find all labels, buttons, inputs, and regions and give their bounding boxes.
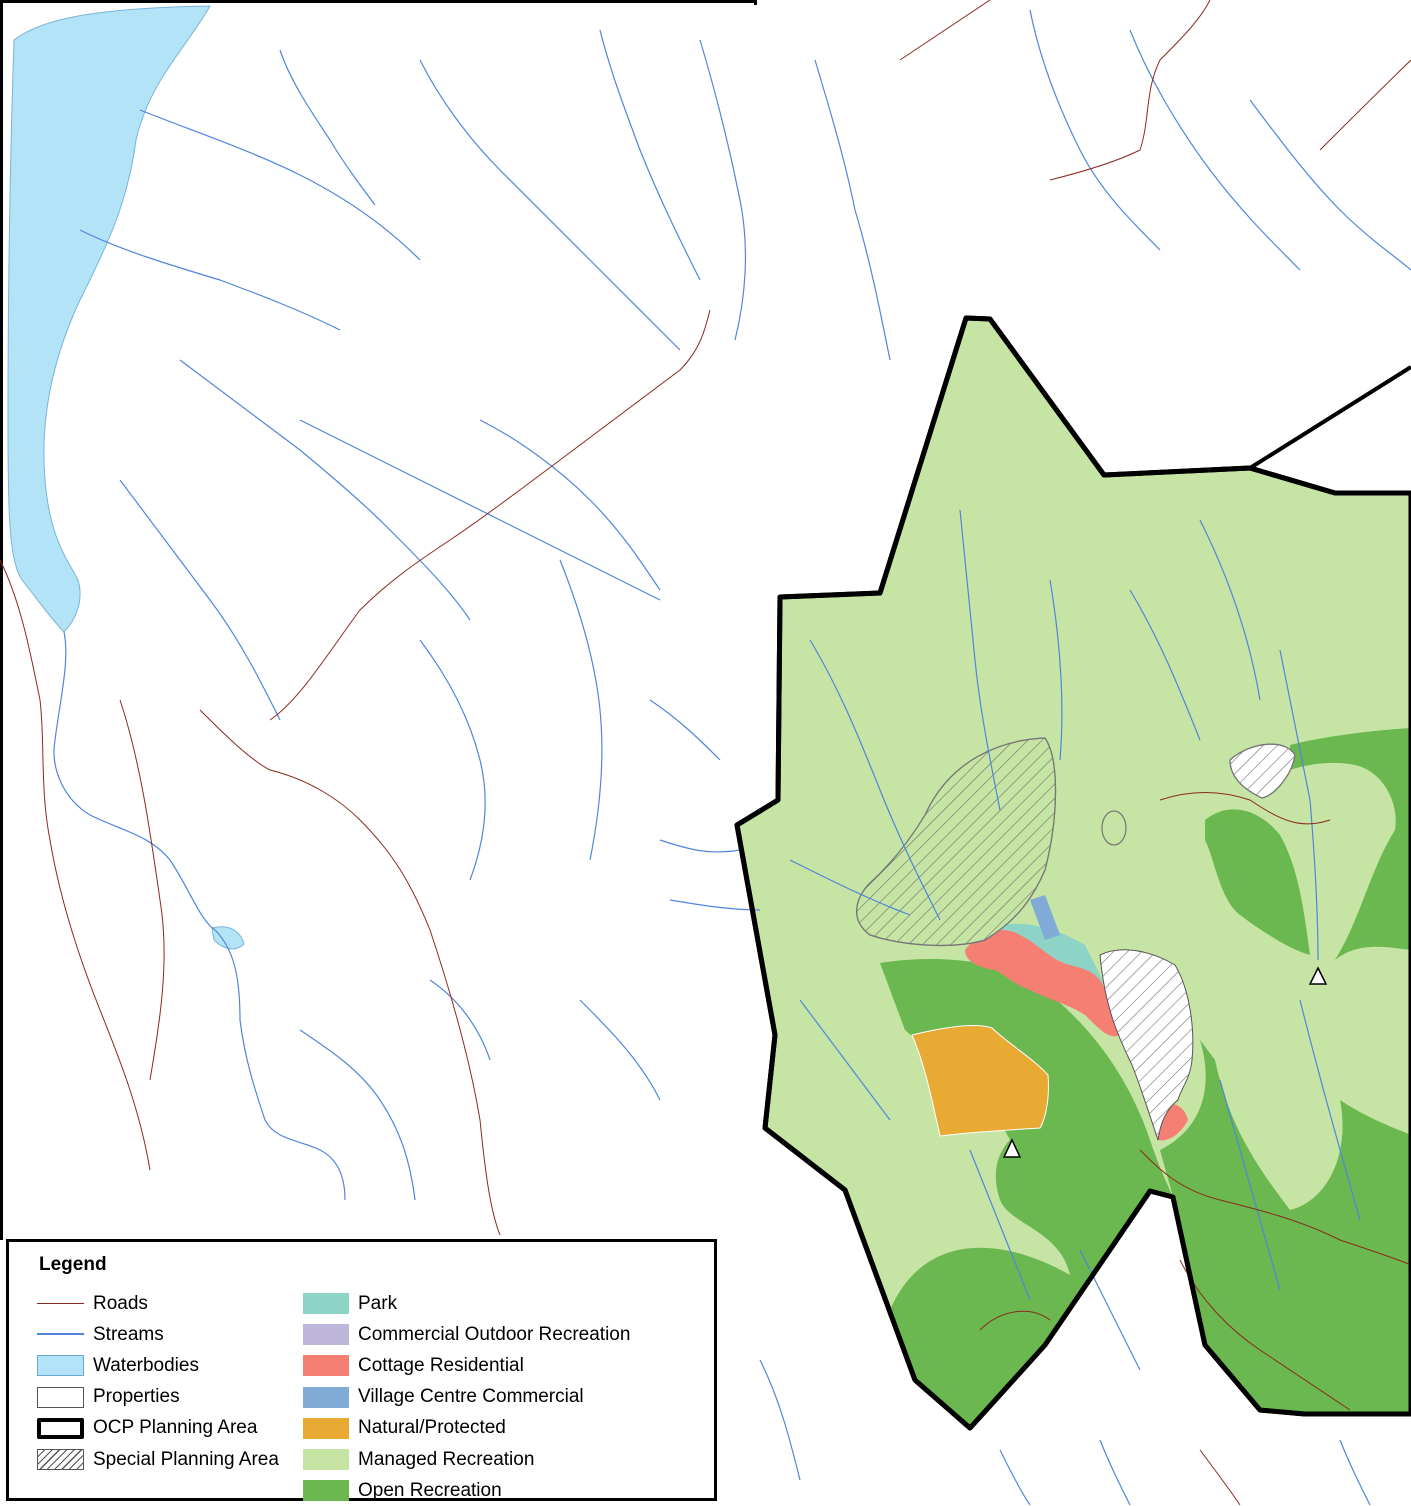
legend-item-natural-protected: Natural/Protected (303, 1413, 630, 1444)
legend-item-open-recreation: Open Recreation (303, 1475, 630, 1506)
legend-item-streams: Streams (37, 1319, 279, 1350)
map-frame (0, 0, 757, 1240)
legend-label: Village Centre Commercial (358, 1386, 584, 1408)
open-recreation-areas (880, 728, 1411, 1428)
legend-item-waterbodies: Waterbodies (37, 1350, 279, 1381)
natural-protected-area (911, 1025, 1049, 1137)
legend-column-right: Park Commercial Outdoor Recreation Cotta… (303, 1288, 630, 1506)
cottage-residential-swatch (303, 1355, 349, 1377)
legend-label: Natural/Protected (358, 1417, 506, 1439)
special-planning-area-swatch (37, 1449, 84, 1471)
legend-label: Roads (93, 1292, 148, 1314)
legend-label: Open Recreation (358, 1479, 502, 1501)
ocp-planning-area-outline (734, 315, 1411, 1431)
properties-swatch (37, 1386, 84, 1408)
legend-item-village-centre-commercial: Village Centre Commercial (303, 1382, 630, 1413)
streams-swatch (37, 1324, 84, 1345)
ocp-planning-area-swatch (37, 1417, 84, 1439)
triangle-markers (1002, 966, 1328, 1158)
streams (53, 9, 1411, 1505)
legend-label: Streams (93, 1323, 164, 1345)
roads-swatch (37, 1293, 84, 1314)
legend-label: Managed Recreation (358, 1448, 535, 1470)
waterbody-lake (7, 5, 211, 633)
legend-item-special-planning-area: Special Planning Area (37, 1444, 279, 1475)
managed-recreation-swatch (303, 1449, 349, 1471)
natural-protected-swatch (303, 1417, 349, 1439)
legend-item-commercial-outdoor-recreation: Commercial Outdoor Recreation (303, 1319, 630, 1350)
legend-label: Special Planning Area (93, 1448, 279, 1470)
legend-item-properties: Properties (37, 1382, 279, 1413)
special-planning-areas (856, 737, 1296, 947)
park-swatch (303, 1293, 349, 1315)
legend-column-left: Roads Streams Waterbodies Properties OCP… (37, 1288, 279, 1475)
legend-item-roads: Roads (37, 1288, 279, 1319)
commercial-outdoor-recreation-swatch (303, 1324, 349, 1346)
open-recreation-swatch (303, 1480, 349, 1502)
waterbody-pond (211, 926, 245, 950)
legend-item-ocp-planning-area: OCP Planning Area (37, 1413, 279, 1444)
legend-item-park: Park (303, 1288, 630, 1319)
legend-title: Legend (39, 1254, 107, 1275)
boundary-line (1248, 365, 1411, 470)
legend-label: Properties (93, 1386, 180, 1408)
legend-label: OCP Planning Area (93, 1417, 258, 1439)
village-centre-commercial-swatch (303, 1386, 349, 1408)
map-legend: Legend Roads Streams Waterbodies Propert… (6, 1239, 717, 1502)
legend-label: Cottage Residential (358, 1354, 524, 1376)
legend-label: Commercial Outdoor Recreation (358, 1323, 631, 1345)
legend-label: Park (358, 1292, 398, 1314)
waterbodies-swatch (37, 1355, 84, 1377)
legend-item-cottage-residential: Cottage Residential (303, 1350, 630, 1381)
legend-item-managed-recreation: Managed Recreation (303, 1444, 630, 1475)
legend-label: Waterbodies (93, 1354, 199, 1376)
village-core (965, 895, 1194, 1141)
